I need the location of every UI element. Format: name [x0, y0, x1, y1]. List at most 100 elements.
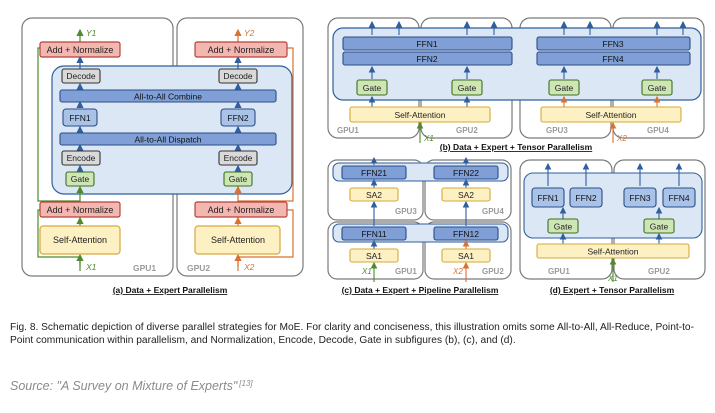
add-normalize-bottom-gpu2 [194, 201, 288, 218]
sa2-label: SA2 [458, 190, 474, 200]
gpu2-label: GPU2 [187, 263, 210, 273]
gpu1-label: GPU1 [548, 267, 570, 276]
ffn1-box [62, 108, 98, 127]
self-attention-gpu1 [39, 225, 121, 255]
self-attention-label: Self-Attention [585, 110, 636, 120]
gpu3-label: GPU3 [395, 207, 417, 216]
ffn1-box [531, 187, 565, 208]
x2-label: X2 [243, 262, 255, 272]
combine-label: All-to-All Combine [134, 92, 202, 102]
ffn2-label: FFN2 [575, 193, 597, 203]
ffn22-label: FFN22 [453, 168, 479, 178]
ffn2-box [220, 108, 256, 127]
gate-label: Gate [555, 83, 574, 93]
sa1-label: SA1 [366, 251, 382, 261]
ffn11-box [341, 226, 407, 241]
gpu2-label: GPU2 [456, 126, 478, 135]
ffn22-box [433, 165, 499, 180]
x2-label: X2 [616, 134, 627, 143]
panel-b-caption: (b) Data + Expert + Tensor Parallelism [440, 142, 593, 152]
panel-b: FFN1 FFN2 FFN3 FFN4 Gate Gate Gate Gate … [327, 17, 705, 152]
ffn3-box [623, 187, 657, 208]
ffn21-label: FFN21 [361, 168, 387, 178]
self-attention-label: Self-Attention [211, 235, 265, 245]
source-text: Source: "A Survey on Mixture of Experts" [10, 379, 238, 393]
gate-label: Gate [458, 83, 477, 93]
gate-box [451, 79, 483, 96]
ffn1-label: FFN1 [69, 113, 91, 123]
self-attention-box [349, 106, 491, 123]
gate-label: Gate [229, 174, 248, 184]
sa2-box [349, 187, 399, 202]
gpu3-label: GPU3 [546, 126, 568, 135]
ffn4-bar [536, 51, 691, 66]
ffn4-label: FFN4 [602, 54, 624, 64]
encode-label: Encode [224, 153, 253, 163]
add-normalize-top-gpu2 [194, 41, 288, 58]
gpu4-label: GPU4 [647, 126, 669, 135]
encode-label: Encode [67, 153, 96, 163]
self-attention-box [540, 106, 682, 123]
source-line: Source: "A Survey on Mixture of Experts"… [10, 379, 253, 393]
self-attention-box [536, 243, 690, 259]
gpu4-label: GPU4 [482, 207, 504, 216]
ffn2-label: FFN2 [227, 113, 249, 123]
gpu2-label: GPU2 [482, 267, 504, 276]
encode-box-gpu2 [218, 150, 258, 166]
gpu2-label: GPU2 [648, 267, 670, 276]
ffn2-bar [342, 51, 513, 66]
decode-box-gpu1 [61, 68, 101, 84]
x1-label: X1 [423, 134, 434, 143]
x2-label: X2 [452, 267, 463, 276]
ffn3-label: FFN3 [602, 39, 624, 49]
gate-label: Gate [648, 83, 667, 93]
gate-box-gpu1 [65, 171, 95, 187]
sa1-label: SA1 [458, 251, 474, 261]
ffn1-bar [342, 36, 513, 51]
panel-a-caption: (a) Data + Expert Parallelism [113, 285, 228, 295]
figure-caption: Fig. 8. Schematic depiction of diverse p… [10, 322, 694, 346]
add-normalize-label: Add + Normalize [47, 45, 114, 55]
ffn12-label: FFN12 [453, 229, 479, 239]
decode-box-gpu2 [218, 68, 258, 84]
y1-label: Y1 [86, 28, 97, 38]
x1-label: X1 [361, 267, 372, 276]
ffn3-bar [536, 36, 691, 51]
sa1-box [349, 248, 399, 263]
gate-label: Gate [650, 222, 669, 232]
ffn11-label: FFN11 [361, 229, 387, 239]
panel-d: FFN1 FFN2 FFN3 FFN4 Gate Gate Self-Atten… [519, 159, 706, 295]
sa2-label: SA2 [366, 190, 382, 200]
gate-label: Gate [554, 222, 573, 232]
self-attention-label: Self-Attention [53, 235, 107, 245]
decode-label: Decode [223, 71, 253, 81]
gate-box [641, 79, 673, 96]
add-normalize-bottom-gpu1 [39, 201, 121, 218]
ffn4-label: FFN4 [668, 193, 690, 203]
gate-box [547, 218, 579, 234]
self-attention-label: Self-Attention [587, 247, 638, 257]
gate-box [643, 218, 675, 234]
add-normalize-label: Add + Normalize [208, 205, 275, 215]
gpu1-label: GPU1 [395, 267, 417, 276]
all-to-all-combine [59, 89, 277, 103]
ffn4-box [662, 187, 696, 208]
ffn3-label: FFN3 [629, 193, 651, 203]
x1-label: X1 [85, 262, 97, 272]
source-ref-link[interactable]: [13] [239, 379, 253, 388]
ffn21-box [341, 165, 407, 180]
panel-c-caption: (c) Data + Expert + Pipeline Parallelism [342, 285, 499, 295]
decode-label: Decode [66, 71, 96, 81]
gpu1-label: GPU1 [133, 263, 156, 273]
ffn1-label: FFN1 [416, 39, 438, 49]
self-attention-gpu2 [194, 225, 281, 255]
dispatch-label: All-to-All Dispatch [134, 135, 201, 145]
panel-d-caption: (d) Expert + Tensor Parallelism [550, 285, 675, 295]
ffn12-box [433, 226, 499, 241]
ffn1-label: FFN1 [537, 193, 559, 203]
x1-label: X1 [607, 274, 618, 283]
gate-box-gpu2 [223, 171, 253, 187]
gate-box [548, 79, 580, 96]
add-normalize-label: Add + Normalize [208, 45, 275, 55]
panel-c: FFN21 FFN22 SA2 SA2 FFN11 FFN12 SA1 SA1 … [327, 156, 512, 295]
